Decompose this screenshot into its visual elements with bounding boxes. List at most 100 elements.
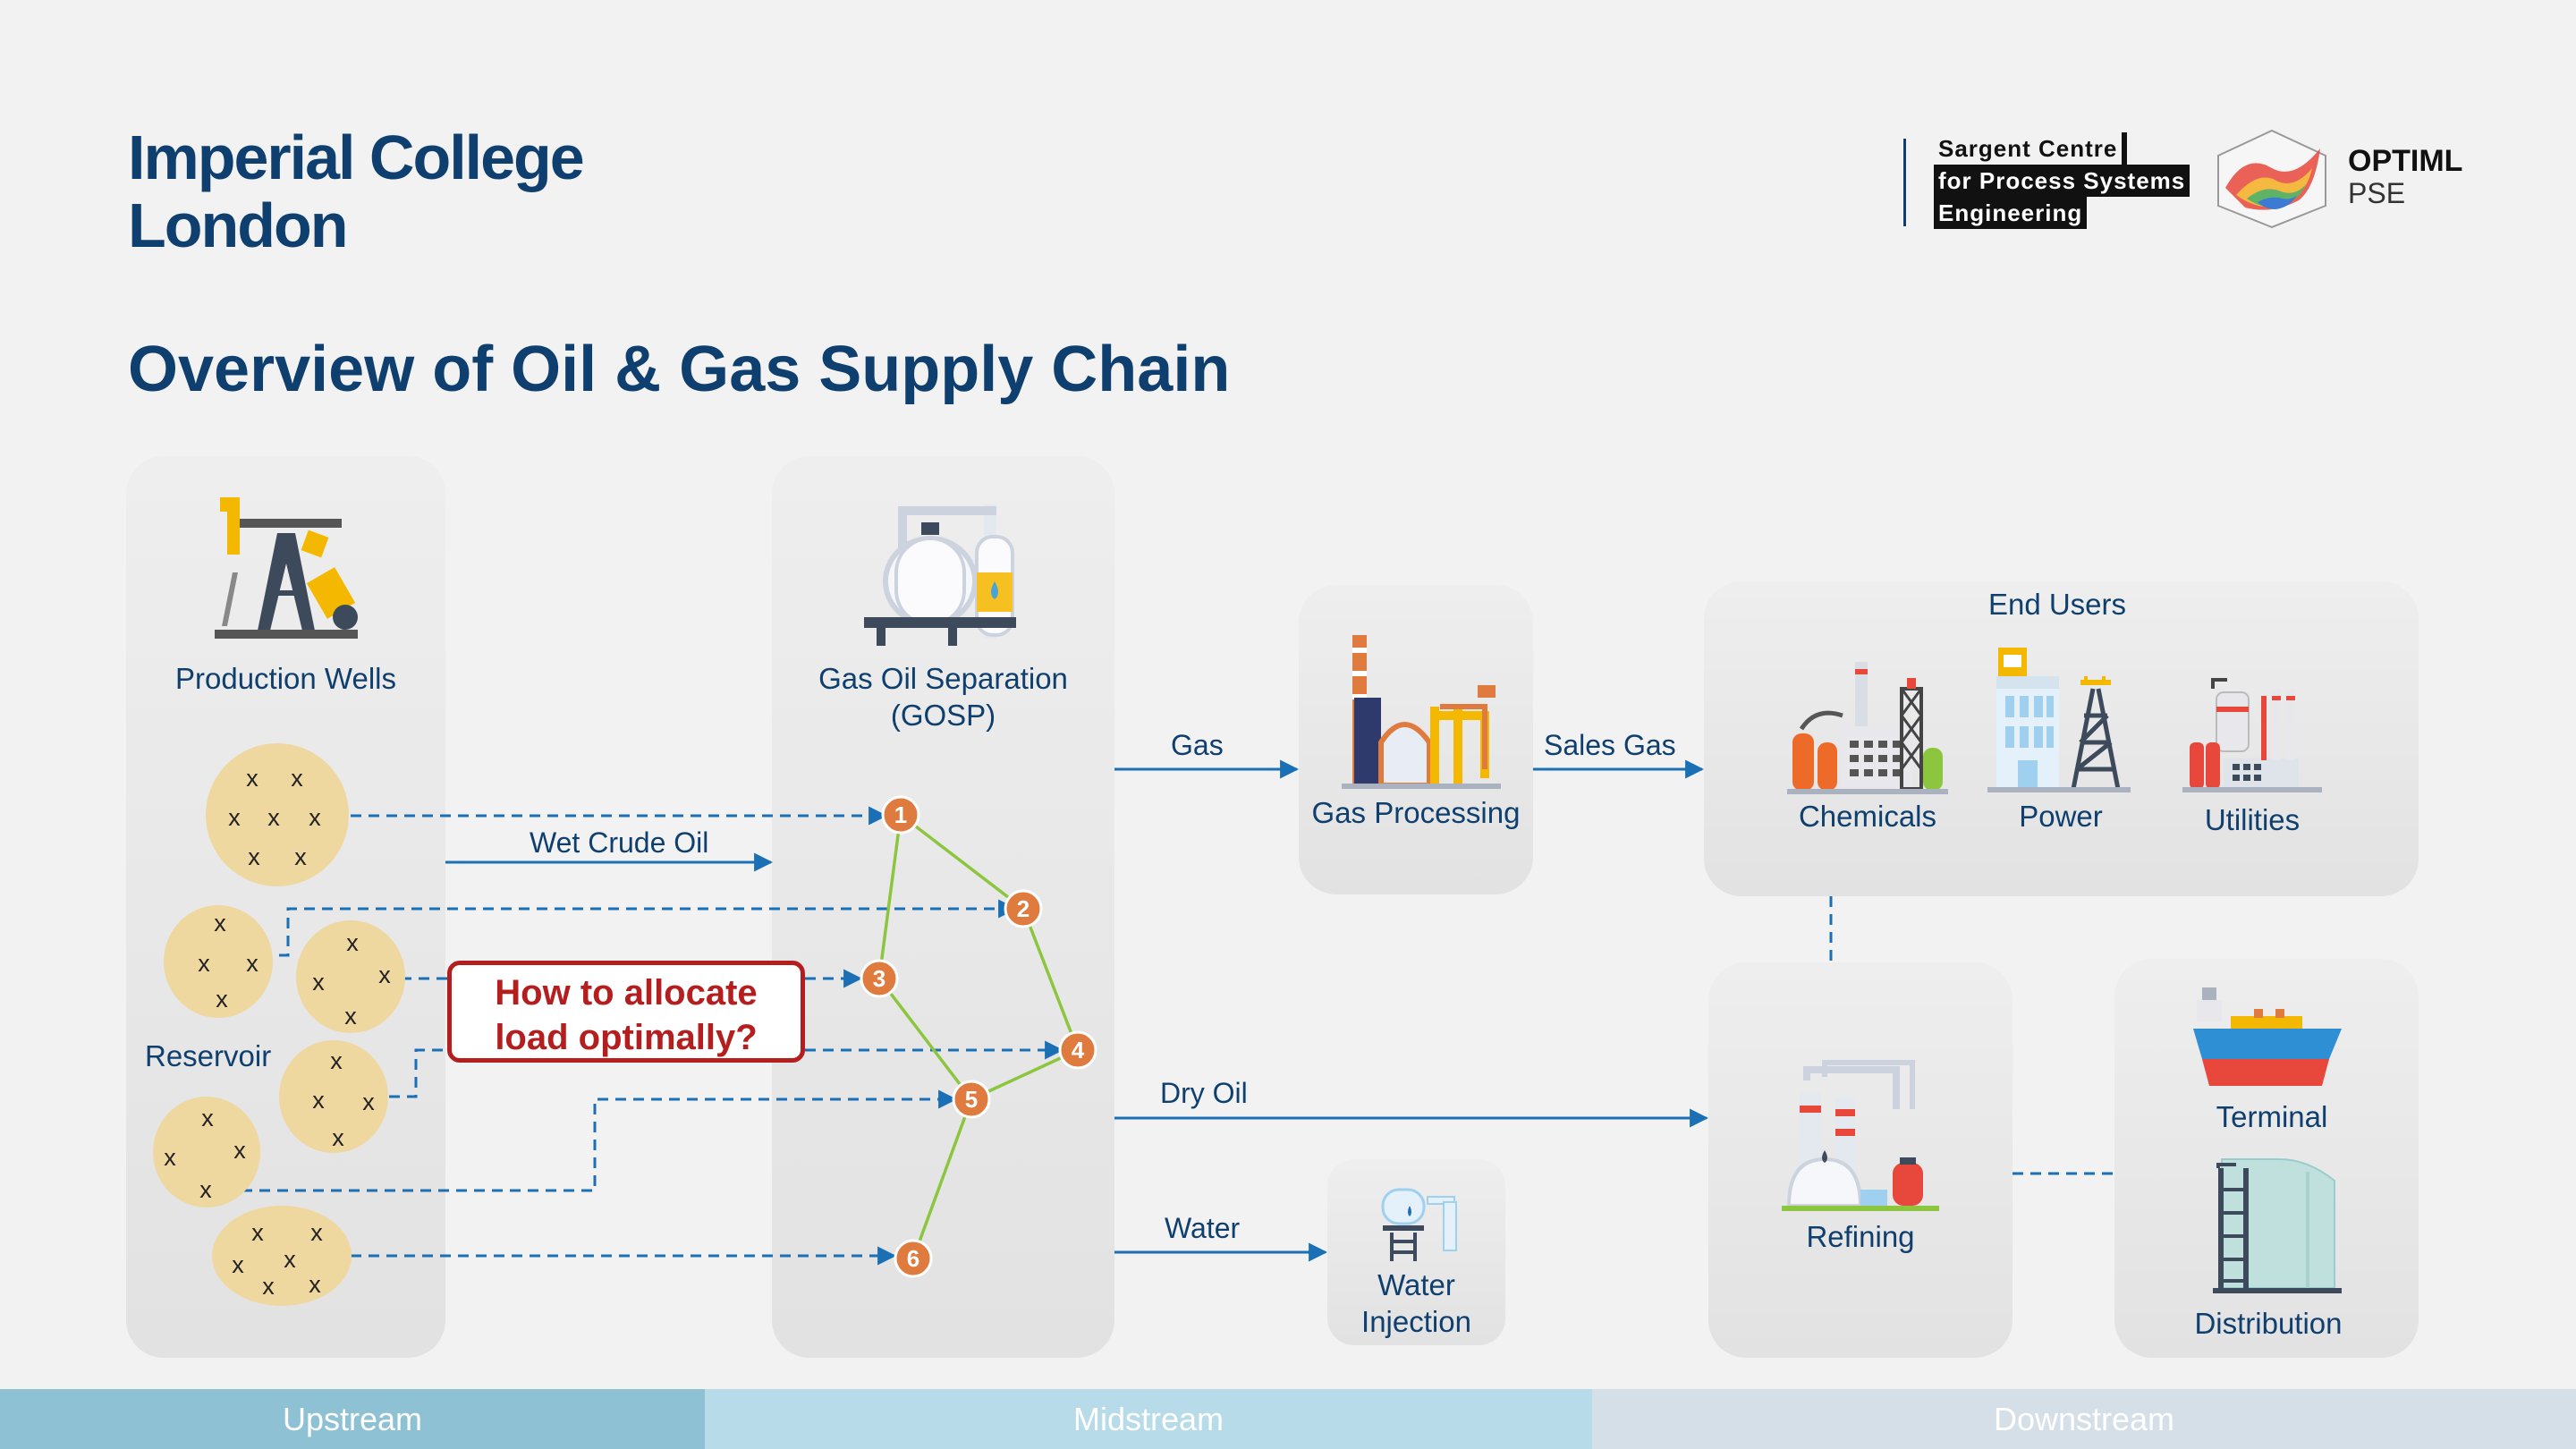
gosp-unit-2: 2: [1004, 889, 1043, 928]
logo-line2: London: [128, 191, 349, 260]
connector-res2-unit2: [279, 899, 1018, 957]
end-users-panel: [1704, 581, 2419, 896]
gas-processing-icon: [1342, 635, 1501, 789]
optimization-callout: How to allocate load optimally?: [447, 961, 805, 1063]
production-wells-label: Production Wells: [174, 662, 396, 695]
gosp-unit-1: 1: [881, 795, 920, 835]
water-label: Water: [1165, 1212, 1241, 1244]
gosp-label-line2: (GOSP): [890, 699, 996, 732]
reservoir-connectors: [242, 806, 1064, 1266]
utilities-label: Utilities: [2204, 803, 2301, 836]
distribution-label: Distribution: [2194, 1307, 2343, 1340]
gosp-unit-number: 1: [894, 801, 907, 828]
well-x-marker: x: [330, 1047, 343, 1074]
reservoir-circle-4: [279, 1040, 388, 1153]
water-injection-icon: [1381, 1188, 1457, 1261]
optiml-label: OPTIML: [2348, 144, 2463, 178]
gosp-unit-number: 5: [965, 1086, 978, 1113]
well-x-marker: x: [164, 1144, 176, 1171]
gosp-unit-4: 4: [1058, 1030, 1097, 1070]
well-x-marker: x: [310, 1219, 323, 1246]
power-label: Power: [2019, 800, 2103, 833]
reservoir-circle-2: [164, 905, 273, 1018]
well-x-marker: x: [267, 804, 280, 831]
gosp-unit-5: 5: [952, 1080, 991, 1119]
well-x-marker: x: [378, 962, 391, 988]
water-injection-label: Water Injection: [1327, 1267, 1505, 1340]
gas-label: Gas: [1171, 729, 1224, 761]
refinery-icon: [1782, 1060, 1939, 1211]
well-x-marker: x: [216, 986, 228, 1013]
downstream-links: [1829, 896, 2114, 1175]
separator-icon: [864, 504, 1016, 646]
sargent-centre-logo: Sargent Centre for Process Systems Engin…: [1934, 132, 2190, 229]
sales-gas-label: Sales Gas: [1544, 729, 1676, 761]
reservoir-circle-5: [153, 1097, 260, 1208]
optiml-emblem-icon: [2217, 129, 2326, 229]
tanker-ship-icon: [2193, 987, 2342, 1086]
well-x-marker: x: [284, 1246, 296, 1273]
reservoir-cluster: [153, 743, 405, 1306]
gosp-unit-3: 3: [860, 959, 899, 998]
gosp-unit-number: 2: [1017, 895, 1030, 922]
well-x-marker: x: [201, 1105, 214, 1131]
well-x-marker: x: [291, 765, 303, 792]
well-x-marker: x: [309, 804, 321, 831]
gosp-network-links: [877, 813, 1080, 1259]
well-x-marker: x: [199, 1176, 212, 1203]
pumpjack-icon: [215, 497, 358, 639]
well-x-marker: x: [332, 1124, 344, 1151]
logo-line1: Imperial College: [128, 123, 585, 192]
flow-arrows: [445, 759, 1709, 1262]
well-x-marker: x: [346, 929, 359, 956]
reservoir-circle-1: [206, 743, 349, 886]
power-plant-icon: [1987, 648, 2131, 792]
gosp-unit-number: 3: [873, 965, 886, 992]
utilities-plant-icon: [2182, 678, 2322, 792]
gosp-unit-number: 4: [1072, 1037, 1085, 1063]
gosp-label-line1: Gas Oil Separation: [818, 662, 1068, 695]
gosp-unit-circle: [894, 1239, 933, 1278]
gosp-unit-nodes: 1 2 3 4 5 6: [860, 795, 1097, 1278]
reservoir-circle-6: [212, 1206, 352, 1306]
end-users-label: End Users: [1987, 588, 2127, 621]
refining-panel: [1708, 962, 2012, 1358]
reservoir-label: Reservoir: [145, 1039, 272, 1072]
callout-line2: load optimally?: [495, 1018, 758, 1057]
well-x-marker: x: [232, 1251, 244, 1278]
well-x-marker: x: [262, 1273, 275, 1300]
imperial-logo: Imperial College London: [128, 123, 585, 260]
well-x-marker: x: [248, 843, 260, 870]
connector-res4-unit4: [389, 1048, 447, 1098]
well-x-marker: x: [294, 843, 307, 870]
well-x-marker: x: [214, 910, 226, 936]
gosp-unit-6: 6: [894, 1239, 933, 1278]
dry-oil-label: Dry Oil: [1160, 1077, 1248, 1109]
downstream-band: Downstream: [1592, 1389, 2576, 1449]
sargent-line2: for Process Systems: [1934, 165, 2190, 197]
storage-tank-icon: [2213, 1158, 2342, 1293]
gosp-unit-circle: [1004, 889, 1043, 928]
gosp-unit-circle: [860, 959, 899, 998]
gosp-unit-circle: [881, 795, 920, 835]
sargent-line3: Engineering: [1934, 197, 2088, 229]
water-injection-line2: Injection: [1361, 1305, 1471, 1338]
well-x-marker: x: [228, 804, 241, 831]
gosp-unit-circle: [1058, 1030, 1097, 1070]
wet-crude-oil-label: Wet Crude Oil: [530, 826, 709, 859]
well-x-marker: x: [362, 1089, 375, 1115]
well-x-marker: x: [251, 1219, 264, 1246]
upstream-band: Upstream: [0, 1389, 705, 1449]
chemical-plant-icon: [1787, 662, 1948, 794]
header-divider: [1903, 139, 1906, 226]
sargent-line1: Sargent Centre: [1934, 132, 2128, 165]
refining-label: Refining: [1806, 1220, 1915, 1253]
gosp-unit-circle: [952, 1080, 991, 1119]
reservoir-circle-3: [296, 920, 405, 1033]
page-title: Overview of Oil & Gas Supply Chain: [128, 334, 1231, 405]
well-x-marker: x: [309, 1271, 321, 1298]
well-x-marker: x: [344, 1003, 357, 1030]
well-x-marker: x: [246, 950, 258, 977]
chemicals-label: Chemicals: [1798, 800, 1937, 833]
